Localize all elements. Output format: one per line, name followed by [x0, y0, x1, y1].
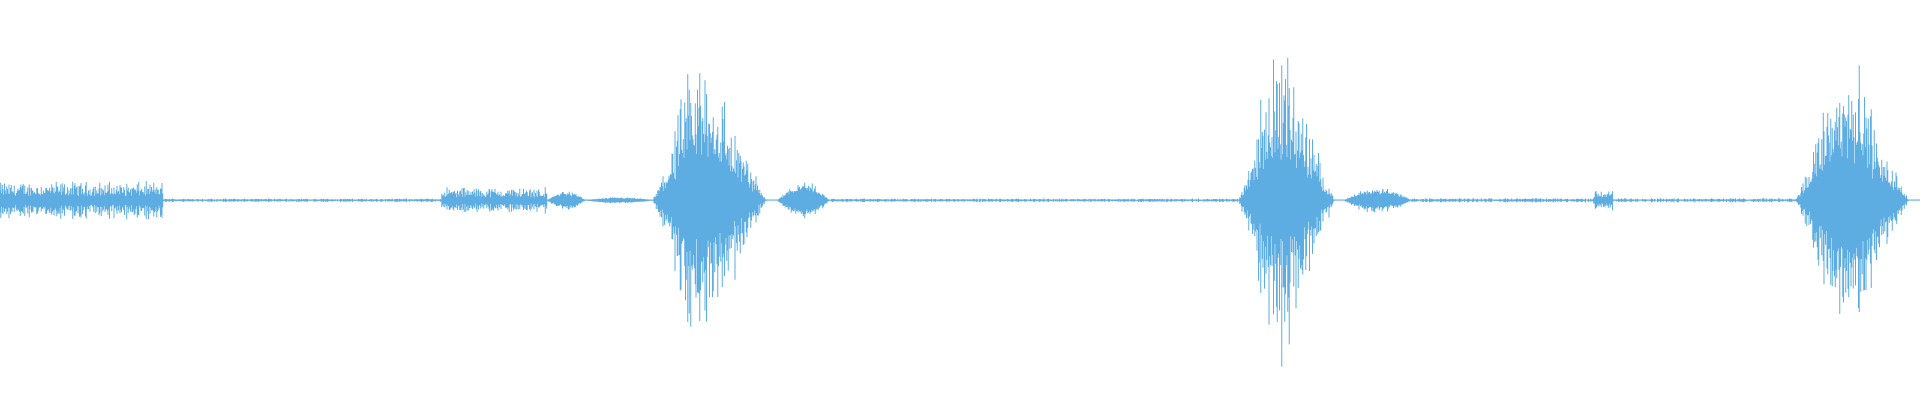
- waveform-samples: [0, 57, 1920, 367]
- waveform-path: [0, 57, 1920, 367]
